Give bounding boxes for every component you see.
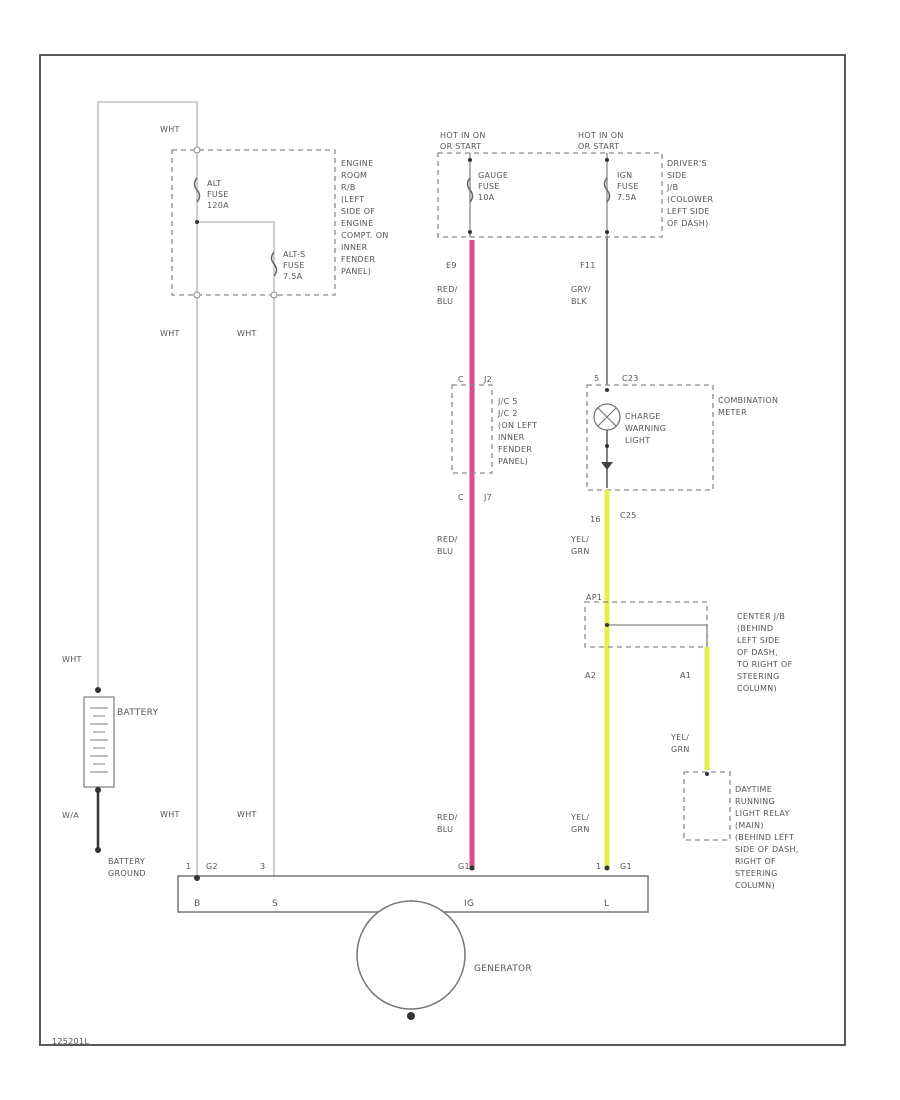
- svg-text:G1: G1: [458, 862, 470, 871]
- center-junction-block: AP1 A2 A1 CENTER J/B (BEHIND LEFT SIDE O…: [584, 593, 795, 693]
- generator: 1 G2 3 G1 1 G1 B S IG L GENERATOR: [177, 862, 649, 1020]
- gry-wire-color: GRY/ BLK: [571, 285, 594, 306]
- svg-text:1: 1: [596, 862, 601, 871]
- svg-text:C: C: [458, 493, 464, 502]
- generator-label: GENERATOR: [474, 964, 532, 974]
- daytime-running-light-relay: DAYTIME RUNNING LIGHT RELAY (MAIN) (BEHI…: [683, 771, 802, 890]
- ign-fuse-label: IGN FUSE 7.5A: [617, 171, 642, 202]
- svg-text:G2: G2: [206, 862, 218, 871]
- svg-text:J2: J2: [483, 375, 492, 384]
- red-wire-pin-label: E9: [446, 261, 457, 270]
- engine-room-rb-location: ENGINE ROOM R/B (LEFT SIDE OF ENGINE COM…: [341, 159, 391, 276]
- battery-bottom-wire-label: W/A: [62, 811, 79, 820]
- junction-connector: C J2 C J7 J/C 5 J/C 2 (ON LEFT INNER FEN…: [451, 375, 540, 502]
- yel-wire-color-mid: YEL/ GRN: [570, 535, 592, 556]
- wire-label-wht-left-bottom: WHT: [160, 810, 180, 819]
- red-wire-color-mid: RED/ BLU: [437, 535, 461, 556]
- gauge-hot-label: HOT IN ON OR START: [440, 131, 488, 151]
- svg-text:J7: J7: [483, 493, 492, 502]
- drivers-side-jb-location: DRIVER'S SIDE J/B (COLOWER LEFT SIDE OF …: [666, 159, 716, 228]
- svg-text:3: 3: [260, 862, 265, 871]
- yel-wire-color-bottom: YEL/ GRN: [570, 813, 592, 834]
- svg-text:L: L: [604, 899, 609, 909]
- battery-ground-label: BATTERY GROUND: [108, 857, 148, 878]
- diagram-id: 125201L: [52, 1037, 89, 1046]
- gry-wire-pin-label: F11: [580, 261, 596, 270]
- yel-wire-color-side: YEL/ GRN: [670, 733, 692, 754]
- svg-text:A2: A2: [585, 671, 596, 680]
- gauge-fuse-label: GAUGE FUSE 10A: [478, 171, 511, 202]
- wire-label-wht-left-mid: WHT: [160, 329, 180, 338]
- junction-connector-label: J/C 5 J/C 2 (ON LEFT INNER FENDER PANEL): [497, 397, 540, 466]
- diagram-frame: [39, 54, 846, 1046]
- svg-text:C: C: [458, 375, 464, 384]
- alt-s-fuse-label: ALT-S FUSE 7.5A: [283, 250, 308, 281]
- red-wire-color-top: RED/ BLU: [437, 285, 461, 306]
- combination-meter: 5 C23 CHARGE WARNING LIGHT COMBINATION M…: [586, 374, 781, 524]
- combination-meter-label: COMBINATION METER: [718, 396, 781, 417]
- svg-text:B: B: [194, 899, 200, 909]
- svg-text:1: 1: [186, 862, 191, 871]
- svg-text:AP1: AP1: [586, 593, 602, 602]
- svg-text:C25: C25: [620, 511, 637, 520]
- svg-text:IG: IG: [464, 899, 474, 909]
- drivers-side-junction-block: HOT IN ON OR START HOT IN ON OR START GA…: [437, 131, 716, 238]
- battery-top-wire-label: WHT: [62, 655, 82, 664]
- alt-s-branch-wire: [197, 221, 275, 880]
- battery-positive-wire: [97, 101, 198, 690]
- alt-fuse-bottom-terminal: [193, 291, 201, 299]
- svg-text:G1: G1: [620, 862, 632, 871]
- svg-text:16: 16: [590, 515, 601, 524]
- svg-text:5: 5: [594, 374, 599, 383]
- alt-s-fuse-bottom-terminal: [270, 291, 278, 299]
- alt-fuse-symbol: [193, 177, 201, 203]
- alt-s-fuse-symbol: [270, 251, 278, 277]
- alt-fuse-label: ALT FUSE 120A: [207, 179, 232, 210]
- svg-text:S: S: [272, 899, 278, 909]
- drl-relay-label: DAYTIME RUNNING LIGHT RELAY (MAIN) (BEHI…: [735, 785, 802, 890]
- alt-fuse-node: [195, 220, 199, 224]
- red-wire-color-bottom: RED/ BLU: [437, 813, 461, 834]
- wire-label-wht-inner-mid: WHT: [237, 329, 257, 338]
- svg-text:C23: C23: [622, 374, 639, 383]
- battery: WHT BATTERY W/A BATTERY GROUND: [62, 655, 159, 878]
- wire-label-wht-inner-bottom: WHT: [237, 810, 257, 819]
- wire-top-label: WHT: [160, 125, 180, 134]
- charge-warning-light-label: CHARGE WARNING LIGHT: [625, 412, 669, 445]
- center-jb-label: CENTER J/B (BEHIND LEFT SIDE OF DASH, TO…: [736, 612, 795, 693]
- ign-hot-label: HOT IN ON OR START: [578, 131, 626, 151]
- svg-text:A1: A1: [680, 671, 691, 680]
- alt-fuse-top-terminal: [193, 146, 201, 154]
- engine-room-relay-block: WHT ALT FUSE 120A ALT-S FUSE 7.5A ENGINE…: [160, 125, 391, 296]
- battery-label: BATTERY: [117, 708, 159, 718]
